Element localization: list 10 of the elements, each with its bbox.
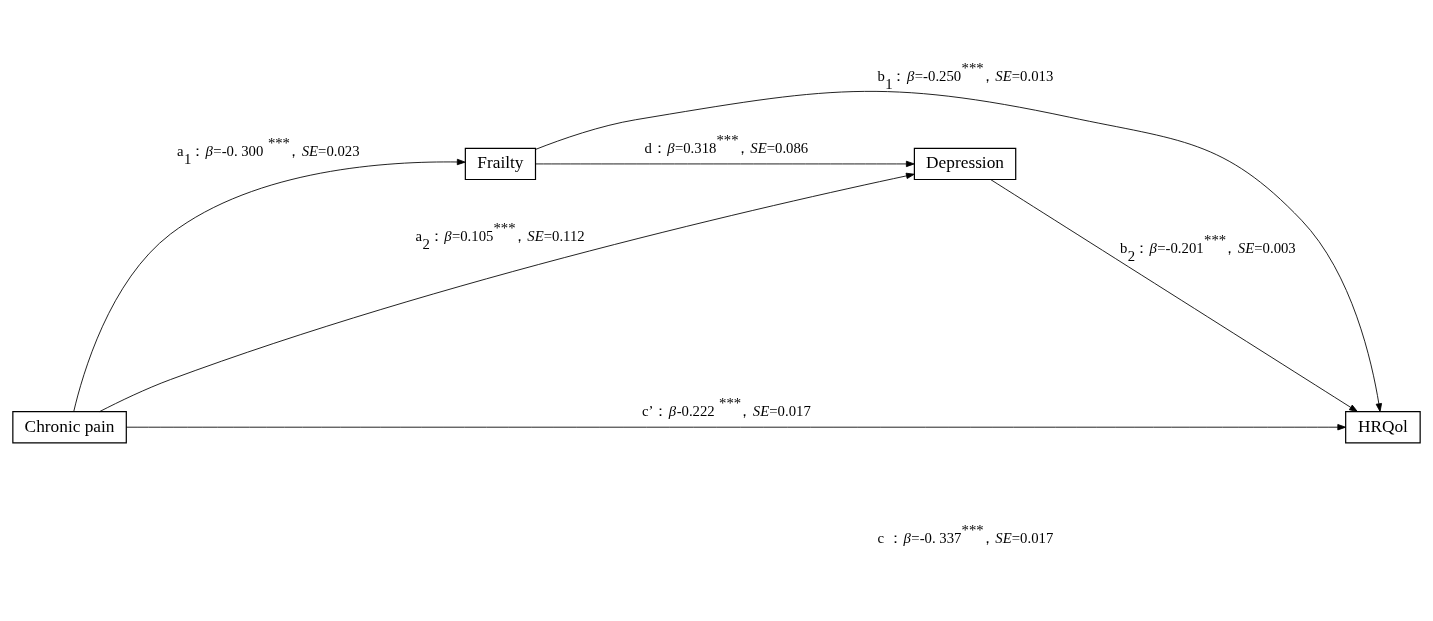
arrow	[535, 160, 915, 168]
node-box: HRQol	[1345, 411, 1421, 444]
node-box: Depression	[913, 147, 1017, 181]
node-box: Frailty	[464, 147, 537, 181]
arrow	[99, 172, 915, 413]
arrow	[125, 424, 1347, 431]
arrow	[73, 158, 466, 412]
node-box: Chronic pain	[12, 411, 127, 444]
arrow	[535, 91, 1382, 412]
arrow	[990, 179, 1358, 413]
